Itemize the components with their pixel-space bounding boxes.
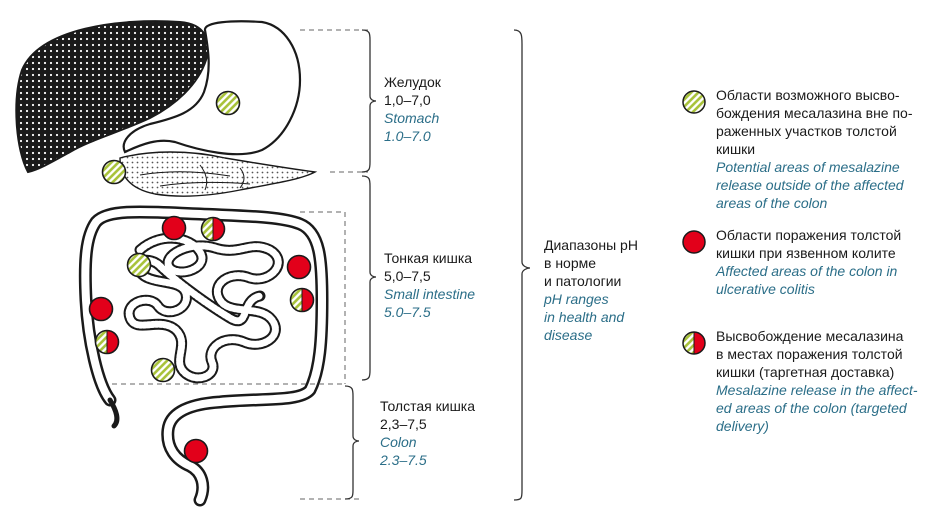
stomach-label: Желудок 1,0–7,0 Stomach 1.0–7.0 <box>384 73 441 145</box>
liver-shape <box>15 20 209 174</box>
sigmoid-affected-marker <box>183 438 209 464</box>
red-circle-icon <box>682 230 706 254</box>
legend-2-ru-1: в местах поражения толстой <box>716 346 903 362</box>
legend-item-affected-areas: Области поражения толстой кишки при язве… <box>676 226 938 298</box>
small-intestine-bracket <box>361 175 377 381</box>
marker-group <box>88 90 315 464</box>
stomach-en-range: 1.0–7.0 <box>384 128 431 144</box>
stomach-ru-range: 1,0–7,0 <box>384 92 431 108</box>
legend-1-ru-1: кишки при язвенном колите <box>716 245 896 261</box>
legend-2-en-2: delivery) <box>716 418 769 434</box>
small-intestine-loops <box>123 232 284 384</box>
colon-descending-affected-marker <box>88 296 114 322</box>
pancreas-release-marker <box>101 159 127 185</box>
legend-text-release-outside: Области возможного высво- бождения месал… <box>716 86 938 212</box>
legend-text-targeted-release: Высвобождение месалазина в местах пораже… <box>716 327 938 435</box>
small-intestine-ru-range: 5,0–7,5 <box>384 268 431 284</box>
legend-2-ru-2: кишки (таргетная доставка) <box>716 364 895 380</box>
ph-summary-ru-1: в норме <box>544 255 597 271</box>
legend-text-affected-areas: Области поражения толстой кишки при язве… <box>716 226 938 298</box>
legend-1-en-0: Affected areas of the colon in <box>716 263 898 279</box>
colon-ru-range: 2,3–7,5 <box>380 416 427 432</box>
colon-en-name: Colon <box>380 434 417 450</box>
legend-0-en-2: areas of the colon <box>716 195 828 211</box>
colon-transverse-affected-marker-1 <box>161 215 187 241</box>
ph-summary-en-1: in health and <box>544 309 625 325</box>
colon-label: Толстая кишка 2,3–7,5 Colon 2.3–7.5 <box>380 397 475 469</box>
colon-en-range: 2.3–7.5 <box>380 452 427 468</box>
overall-bracket <box>513 29 531 501</box>
pancreas-veins <box>139 164 251 191</box>
small-intestine-en-range: 5.0–7.5 <box>384 304 431 320</box>
dashed-guides <box>112 29 368 500</box>
stomach-bracket <box>361 29 377 173</box>
stomach-release-marker <box>215 90 241 116</box>
hatched-green-circle-icon <box>682 90 706 114</box>
colon-ru-name: Толстая кишка <box>380 398 476 414</box>
colon-ascending-affected-marker <box>286 254 312 280</box>
legend-0-ru-2: раженных участков толстой <box>716 123 897 139</box>
colon-inner <box>81 207 326 504</box>
colon-bracket <box>344 385 360 500</box>
stomach-en-name: Stomach <box>384 110 440 126</box>
colon-descending-targeted-marker <box>94 329 120 355</box>
legend-0-ru-1: бождения месалазина вне по- <box>716 105 913 121</box>
ph-summary-label: Диапазоны pH в норме и патологии pH rang… <box>544 236 638 344</box>
legend-2-ru-0: Высвобождение месалазина <box>716 328 904 344</box>
half-red-half-hatched-circle-icon <box>682 331 706 355</box>
small-intestine-release-marker-2 <box>150 357 176 383</box>
ph-summary-ru-0: Диапазоны pH <box>544 237 638 253</box>
small-intestine-release-marker-1 <box>126 252 152 278</box>
small-intestine-ru-name: Тонкая кишка <box>384 250 473 266</box>
ph-summary-ru-2: и патологии <box>544 273 622 289</box>
legend-2-en-1: ed areas of the colon (targeted <box>716 400 907 416</box>
legend-0-en-0: Potential areas of mesalazine <box>716 159 900 175</box>
stomach-ru-name: Желудок <box>384 74 441 90</box>
legend-1-ru-0: Области поражения толстой <box>716 227 902 243</box>
legend-0-ru-0: Области возможного высво- <box>716 87 900 103</box>
appendix-shape <box>107 397 120 429</box>
small-intestine-label: Тонкая кишка 5,0–7,5 Small intestine 5.0… <box>384 249 475 321</box>
legend-0-ru-3: кишки <box>716 141 756 157</box>
colon-ascending-targeted-marker <box>289 287 315 313</box>
ph-summary-en-0: pH ranges <box>544 291 609 307</box>
legend-2-en-0: Mesalazine release in the affect- <box>716 382 918 398</box>
legend-0-en-1: release outside of the affected <box>716 177 904 193</box>
small-intestine-en-name: Small intestine <box>384 286 476 302</box>
legend-item-release-outside: Области возможного высво- бождения месал… <box>676 86 938 212</box>
ph-summary-en-2: disease <box>544 327 593 343</box>
section-brackets <box>344 29 531 501</box>
legend-1-en-1: ulcerative colitis <box>716 281 815 297</box>
stomach-shape <box>122 20 302 156</box>
legend-item-targeted-release: Высвобождение месалазина в местах пораже… <box>676 327 938 435</box>
colon-transverse-targeted-marker <box>200 216 226 242</box>
